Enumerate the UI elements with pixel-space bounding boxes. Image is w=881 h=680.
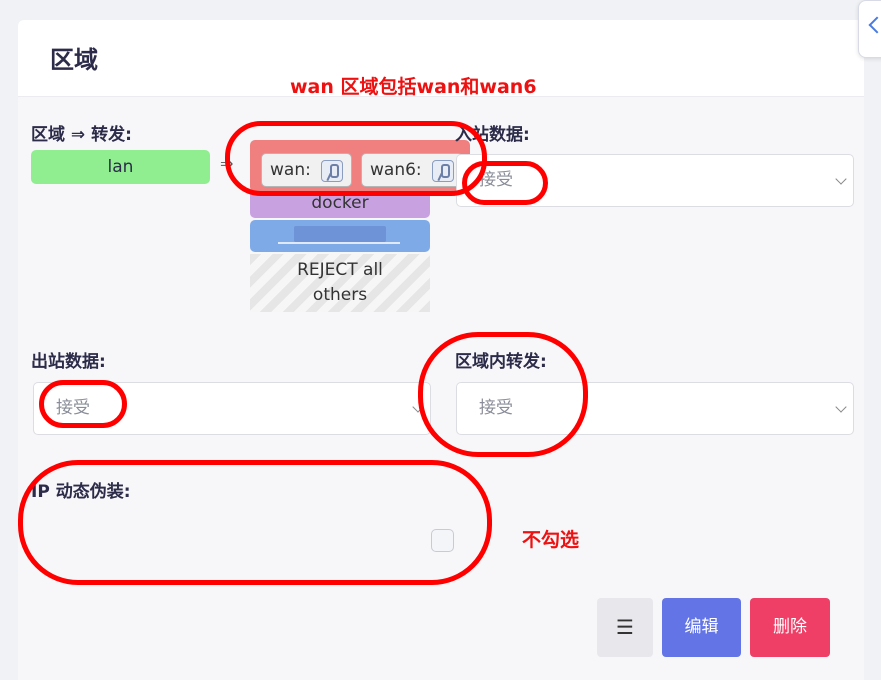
outbound-label: 出站数据: bbox=[31, 352, 106, 372]
source-zone-badge: lan bbox=[31, 150, 210, 184]
masquerade-checkbox[interactable] bbox=[431, 529, 454, 552]
reject-line-2: others bbox=[312, 285, 368, 305]
intra-zone-value: 接受 bbox=[479, 398, 513, 418]
chip-label: wan6: bbox=[370, 160, 422, 180]
dest-zone-redacted bbox=[250, 220, 430, 252]
plug-icon bbox=[432, 160, 454, 182]
zone-chip-wan[interactable]: wan: bbox=[261, 153, 352, 187]
inbound-label: 入站数据: bbox=[455, 125, 530, 145]
chevron-left-icon bbox=[868, 16, 881, 34]
redacted-underline bbox=[278, 242, 400, 244]
header-divider bbox=[18, 96, 864, 97]
plug-icon bbox=[321, 160, 343, 182]
menu-button[interactable]: ☰ bbox=[597, 598, 653, 657]
outbound-select[interactable]: 接受 bbox=[33, 382, 431, 435]
edit-button[interactable]: 编辑 bbox=[662, 598, 741, 657]
dest-zone-reject: REJECT all others bbox=[250, 254, 430, 312]
chevron-down-icon bbox=[412, 401, 424, 413]
inbound-value: 接受 bbox=[479, 170, 513, 190]
chevron-down-icon bbox=[835, 173, 847, 185]
chevron-down-icon bbox=[835, 401, 847, 413]
chip-label: wan: bbox=[270, 160, 311, 180]
reject-line-1: REJECT all bbox=[297, 260, 383, 280]
annotation-top-note: wan 区域包括wan和wan6 bbox=[290, 76, 537, 98]
card-title: 区域 bbox=[50, 46, 98, 74]
intra-zone-label: 区域内转发: bbox=[455, 352, 547, 372]
zone-chip-wan6[interactable]: wan6: bbox=[361, 153, 463, 187]
dest-zone-wan: wan: wan6: bbox=[250, 140, 470, 192]
menu-icon: ☰ bbox=[616, 615, 634, 639]
intra-zone-select[interactable]: 接受 bbox=[456, 382, 854, 435]
outbound-value: 接受 bbox=[56, 398, 90, 418]
delete-button[interactable]: 删除 bbox=[750, 598, 830, 657]
side-panel-toggle[interactable] bbox=[858, 0, 881, 58]
annotation-checkbox-note: 不勾选 bbox=[522, 529, 580, 551]
inbound-select[interactable]: 接受 bbox=[456, 154, 854, 207]
forward-arrow: ⇒ bbox=[220, 154, 234, 173]
redacted-label bbox=[294, 226, 386, 242]
masquerade-label: IP 动态伪装: bbox=[31, 482, 131, 502]
forwarding-label: 区域 ⇒ 转发: bbox=[31, 125, 132, 145]
dest-zone-docker: docker bbox=[250, 192, 430, 218]
